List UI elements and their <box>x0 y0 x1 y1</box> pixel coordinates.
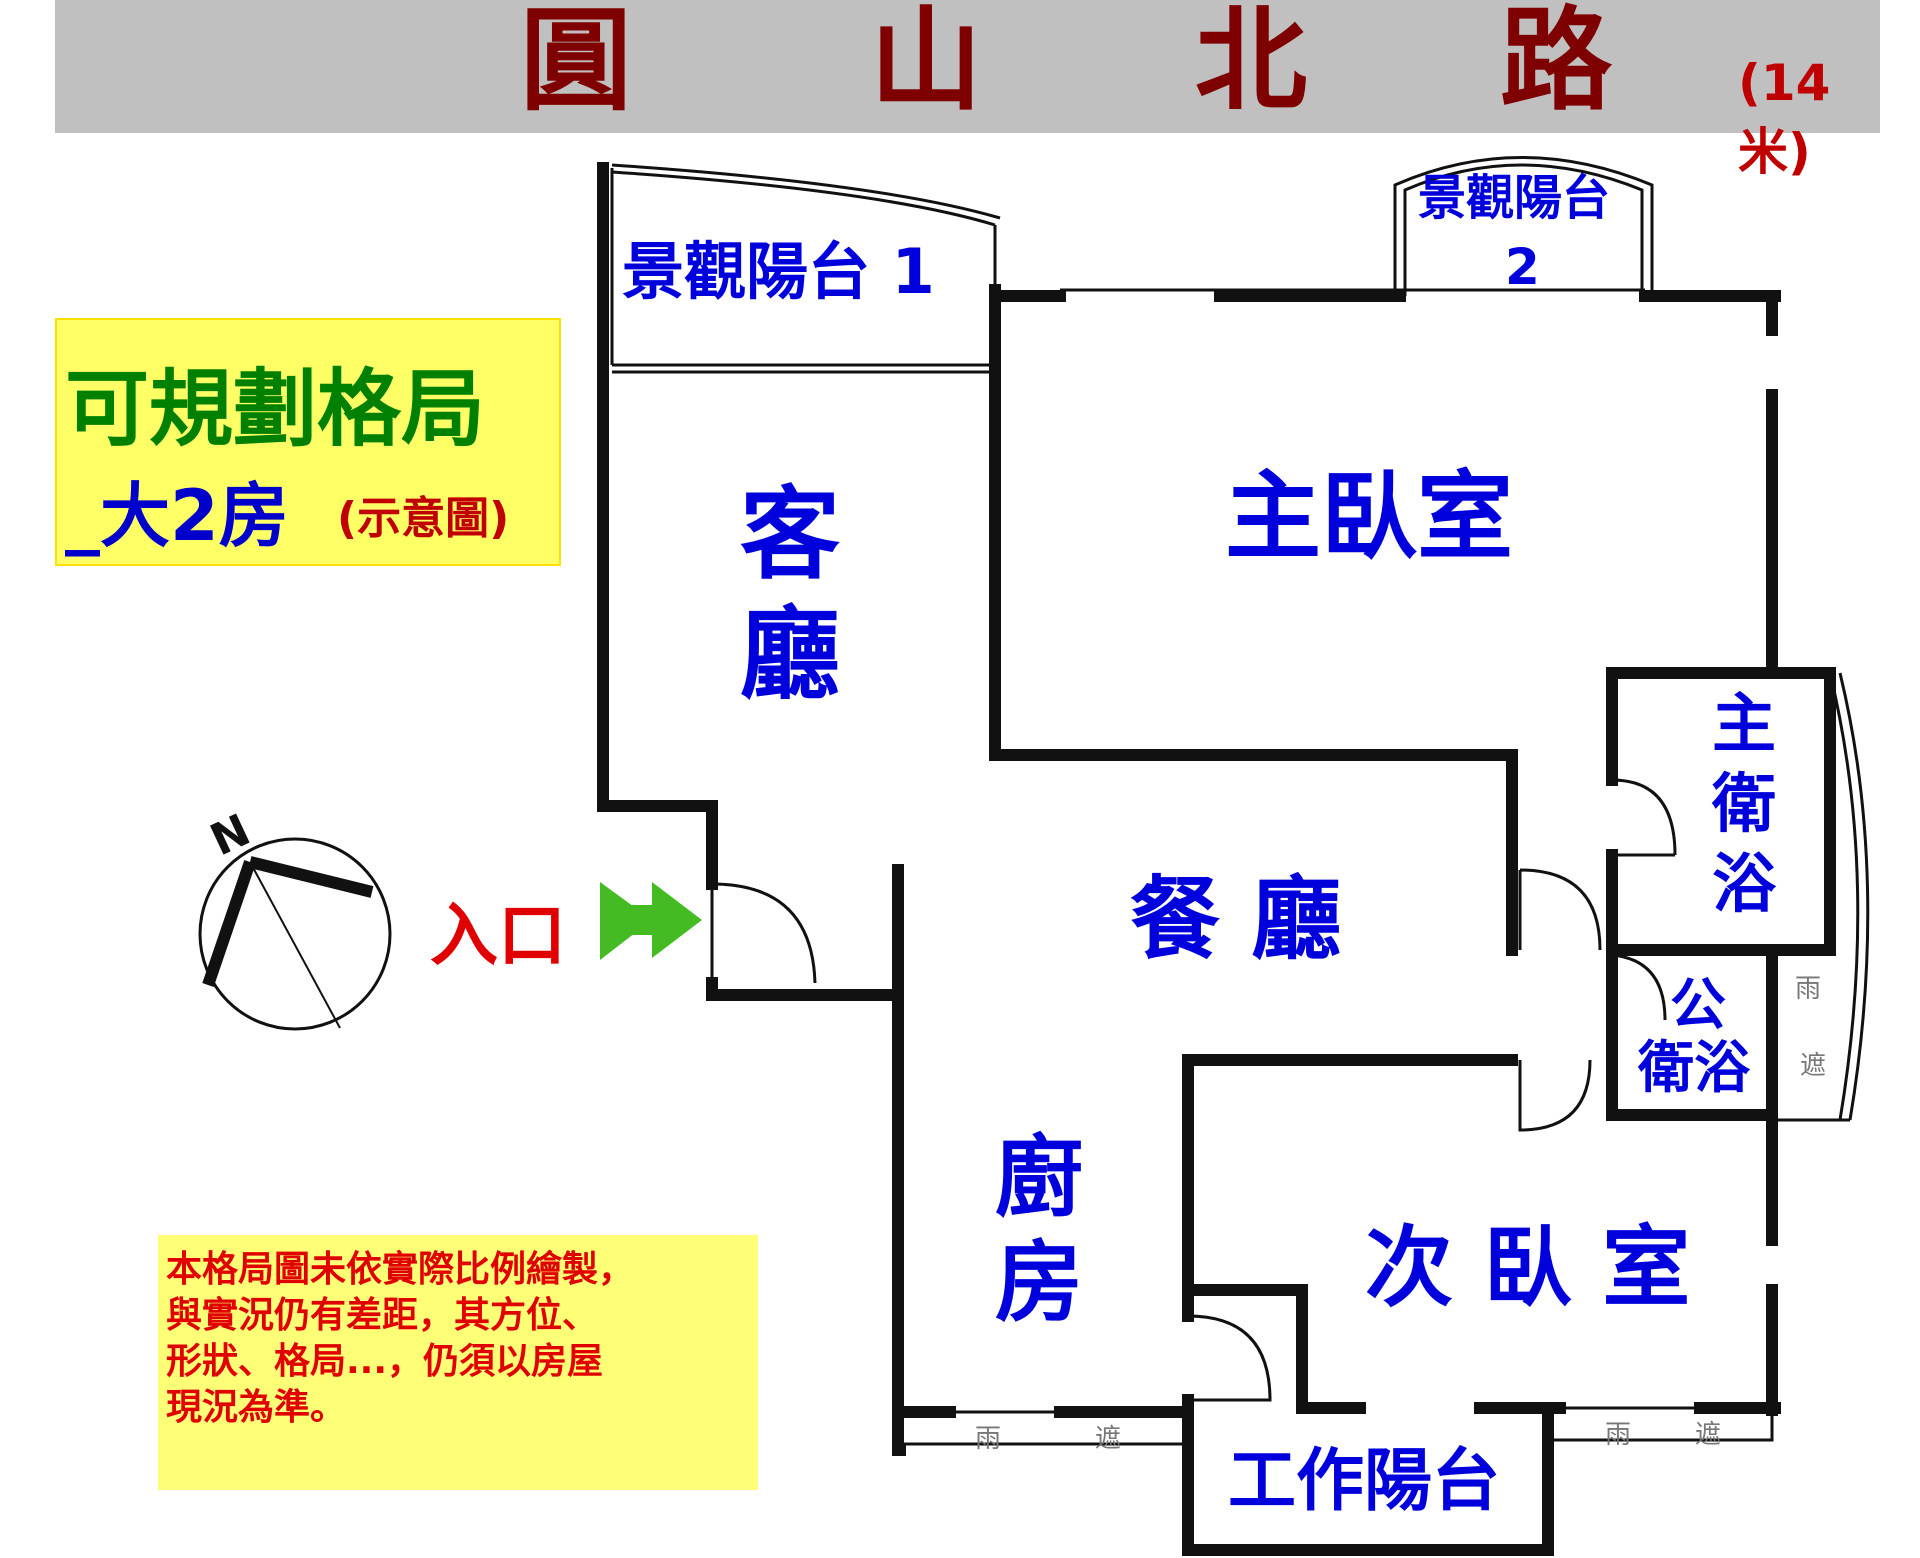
street-width-note: (14米) <box>1738 54 1831 181</box>
room-balcony-1: 景觀陽台 1 <box>622 235 935 308</box>
layout-label-box: 可規劃格局 _大2房 (示意圖) <box>55 318 561 566</box>
room-second-bedroom: 次 臥 室 <box>1365 1216 1691 1319</box>
room-living-1: 客 <box>740 476 840 593</box>
room-living-2: 廳 <box>740 596 840 713</box>
compass-circle <box>198 837 392 1031</box>
room-public-bath-2: 衛浴 <box>1638 1036 1750 1101</box>
walls <box>597 162 1836 1556</box>
layout-title: 可規劃格局 <box>65 360 486 458</box>
street-header: 圓 山 北 路 (14米) <box>55 0 1880 181</box>
entrance-arrow-stub <box>600 905 603 935</box>
room-kitchen-2: 房 <box>995 1231 1084 1334</box>
rain-shelter-label-b3: 遮 <box>1800 1051 1827 1081</box>
room-master-bath-2: 衛 <box>1712 768 1776 842</box>
room-master-bath-3: 浴 <box>1712 848 1776 922</box>
disclaimer-line-3: 形狀、格局...，仍須以房屋 <box>166 1341 604 1382</box>
room-master-bedroom: 主臥室 <box>1225 461 1513 573</box>
disclaimer-line-4: 現況為準。 <box>166 1387 347 1428</box>
rain-shelter-label-a1: 雨 <box>975 1424 1002 1454</box>
room-kitchen-1: 廚 <box>995 1126 1084 1229</box>
compass-needle-side <box>202 860 256 987</box>
room-balcony-2-line2: 2 <box>1505 238 1540 296</box>
layout-note: (示意圖) <box>337 493 510 544</box>
room-balcony-2-line1: 景觀陽台 <box>1418 170 1611 226</box>
disclaimer-box: 本格局圖未依實際比例繪製， 與實況仍有差距，其方位、 形狀、格局...，仍須以房… <box>158 1235 758 1490</box>
street-char-4: 路 <box>1500 0 1612 126</box>
room-service-balcony: 工作陽台 <box>1228 1442 1501 1521</box>
entrance-arrow <box>602 882 702 958</box>
street-char-2: 山 <box>870 0 982 126</box>
thin-lines <box>610 156 1870 1550</box>
street-char-3: 北 <box>1195 0 1307 126</box>
compass-needle-thin <box>249 861 341 1029</box>
layout-subtitle: _大2房 <box>65 475 289 557</box>
rain-shelter-label-a2: 雨 <box>1605 1420 1632 1450</box>
room-dining: 餐 廳 <box>1130 867 1342 972</box>
room-master-bath-1: 主 <box>1712 688 1776 762</box>
street-char-1: 圓 <box>520 0 632 126</box>
entrance-label: 入口 <box>430 897 567 976</box>
compass-needle-main <box>248 856 374 898</box>
rain-shelter-label-b1: 遮 <box>1095 1424 1122 1454</box>
rain-shelter-label-a3: 雨 <box>1795 974 1822 1004</box>
rain-shelter-label-b2: 遮 <box>1695 1420 1722 1450</box>
compass <box>198 837 392 1031</box>
disclaimer-line-2: 與實況仍有差距，其方位、 <box>166 1295 599 1336</box>
room-public-bath-1: 公 <box>1670 973 1726 1038</box>
disclaimer-line-1: 本格局圖未依實際比例繪製， <box>166 1249 635 1290</box>
